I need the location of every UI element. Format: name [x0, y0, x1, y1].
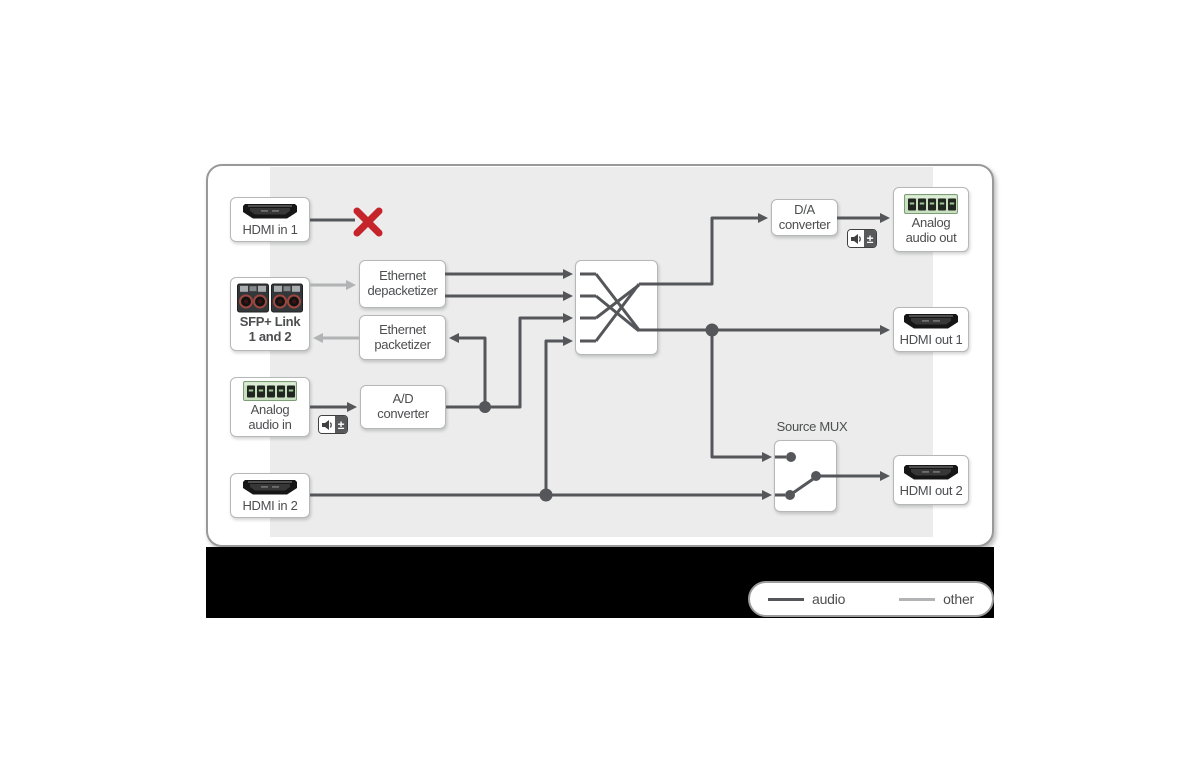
ad-converter-label: A/D converter: [377, 392, 429, 421]
sfp-fiber-ports-icon: [237, 283, 303, 313]
speaker-icon: [319, 416, 335, 433]
hdmi-in-1-block: HDMI in 1: [230, 197, 310, 242]
sfp-link-block: SFP+ Link 1 and 2: [230, 277, 310, 351]
analog-audio-in-label: Analog audio in: [248, 403, 291, 432]
volume-adjust-icon: ±: [318, 415, 348, 434]
da-converter-label-line2: converter: [778, 216, 831, 232]
hdmi-out-2-label: HDMI out 2: [899, 482, 963, 498]
analog-audio-out-label-line1: Analog: [911, 214, 951, 230]
speaker-icon: [848, 230, 864, 247]
analog-audio-in-label-line2: audio in: [248, 417, 292, 432]
analog-audio-out-block: Analog audio out: [893, 187, 969, 252]
legend-item-audio: audio: [768, 591, 845, 607]
hdmi-in-1-label: HDMI in 1: [242, 222, 298, 238]
analog-audio-in-label-line1: Analog: [250, 402, 290, 418]
hdmi-connector-icon: [904, 314, 958, 329]
da-converter-label-line1: D/A: [794, 201, 815, 217]
crossbar-switch-block: [575, 260, 658, 355]
captive-screw-connector-icon: [243, 381, 297, 402]
sfp-link-label: SFP+ Link 1 and 2: [240, 315, 301, 344]
hdmi-out-2-block: HDMI out 2: [893, 455, 969, 505]
hdmi-out-1-block: HDMI out 1: [893, 307, 969, 352]
source-mux-label: Source MUX: [776, 419, 848, 434]
ethernet-packetizer-label: Ethernet packetizer: [374, 321, 431, 352]
hdmi-connector-icon: [243, 480, 297, 495]
legend-audio-label: audio: [812, 591, 846, 607]
ethernet-depacketizer-block: Ethernet depacketizer: [359, 260, 446, 308]
ethernet-depacketizer-label-line1: Ethernet: [379, 268, 426, 284]
plus-minus-icon: ±: [864, 230, 876, 247]
other-line-sample: [899, 597, 936, 601]
sfp-link-label-line1: SFP+ Link: [239, 314, 301, 330]
plus-minus-icon: ±: [335, 416, 347, 433]
ethernet-depacketizer-label: Ethernet depacketizer: [367, 269, 437, 298]
legend-other-label: other: [943, 591, 974, 607]
captive-screw-connector-icon: [904, 193, 958, 214]
analog-audio-in-block: Analog audio in: [230, 377, 310, 437]
ethernet-depacketizer-label-line2: depacketizer: [367, 283, 438, 298]
da-converter-block: D/A converter: [771, 199, 838, 236]
legend-item-other: other: [899, 591, 974, 607]
hdmi-connector-icon: [243, 204, 297, 219]
sfp-link-label-line2: 1 and 2: [248, 329, 292, 344]
legend: audio other: [748, 581, 994, 617]
analog-audio-out-label: Analog audio out: [905, 214, 957, 245]
ad-converter-block: A/D converter: [360, 385, 446, 429]
ethernet-packetizer-label-line2: packetizer: [374, 336, 431, 352]
hdmi-out-1-label: HDMI out 1: [899, 332, 963, 348]
source-mux-block: [774, 440, 837, 512]
volume-adjust-icon: ±: [847, 229, 877, 248]
hdmi-connector-icon: [904, 464, 958, 480]
ad-converter-label-line1: A/D: [392, 391, 414, 407]
audio-line-sample: [768, 597, 804, 601]
da-converter-label: D/A converter: [778, 201, 831, 232]
hdmi-in-2-label: HDMI in 2: [242, 498, 298, 514]
ethernet-packetizer-block: Ethernet packetizer: [359, 315, 446, 360]
ad-converter-label-line2: converter: [377, 406, 429, 421]
analog-audio-out-label-line2: audio out: [905, 229, 957, 245]
hdmi-in-2-block: HDMI in 2: [230, 473, 310, 518]
ethernet-packetizer-label-line1: Ethernet: [379, 321, 426, 337]
